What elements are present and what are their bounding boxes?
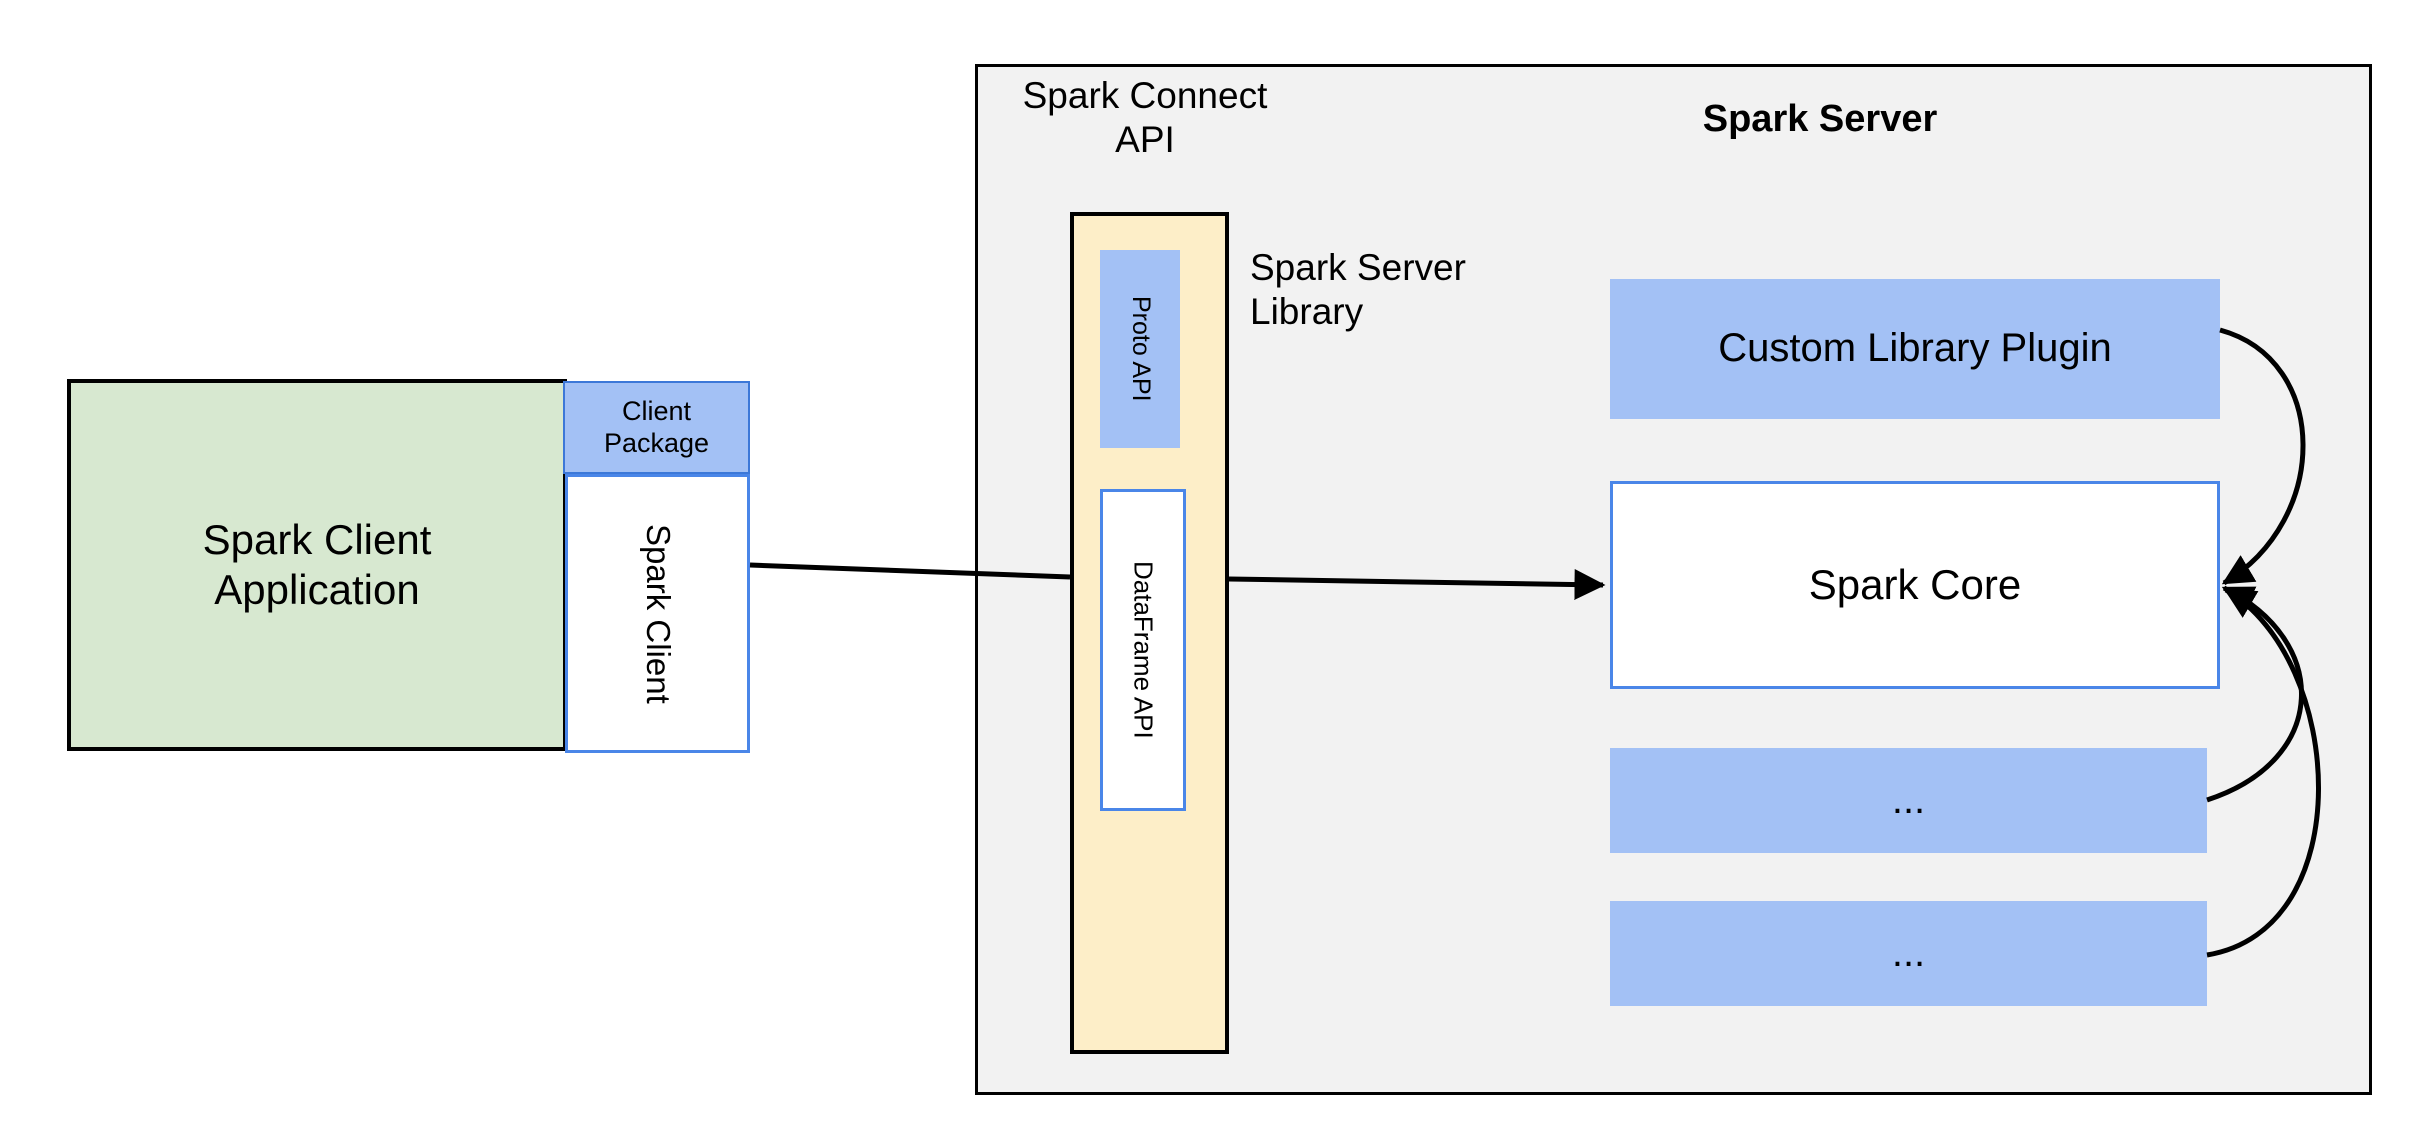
client-package-box[interactable] xyxy=(563,381,750,474)
spark-client-box[interactable] xyxy=(565,474,750,753)
dataframe-api-box[interactable] xyxy=(1100,489,1186,811)
module-placeholder-1-box[interactable] xyxy=(1610,748,2207,853)
proto-api-box[interactable] xyxy=(1100,250,1180,448)
spark-core-box[interactable] xyxy=(1610,481,2220,689)
custom-library-plugin-box[interactable] xyxy=(1610,279,2220,419)
module-placeholder-2-box[interactable] xyxy=(1610,901,2207,1006)
spark-client-application-box[interactable] xyxy=(67,379,567,751)
